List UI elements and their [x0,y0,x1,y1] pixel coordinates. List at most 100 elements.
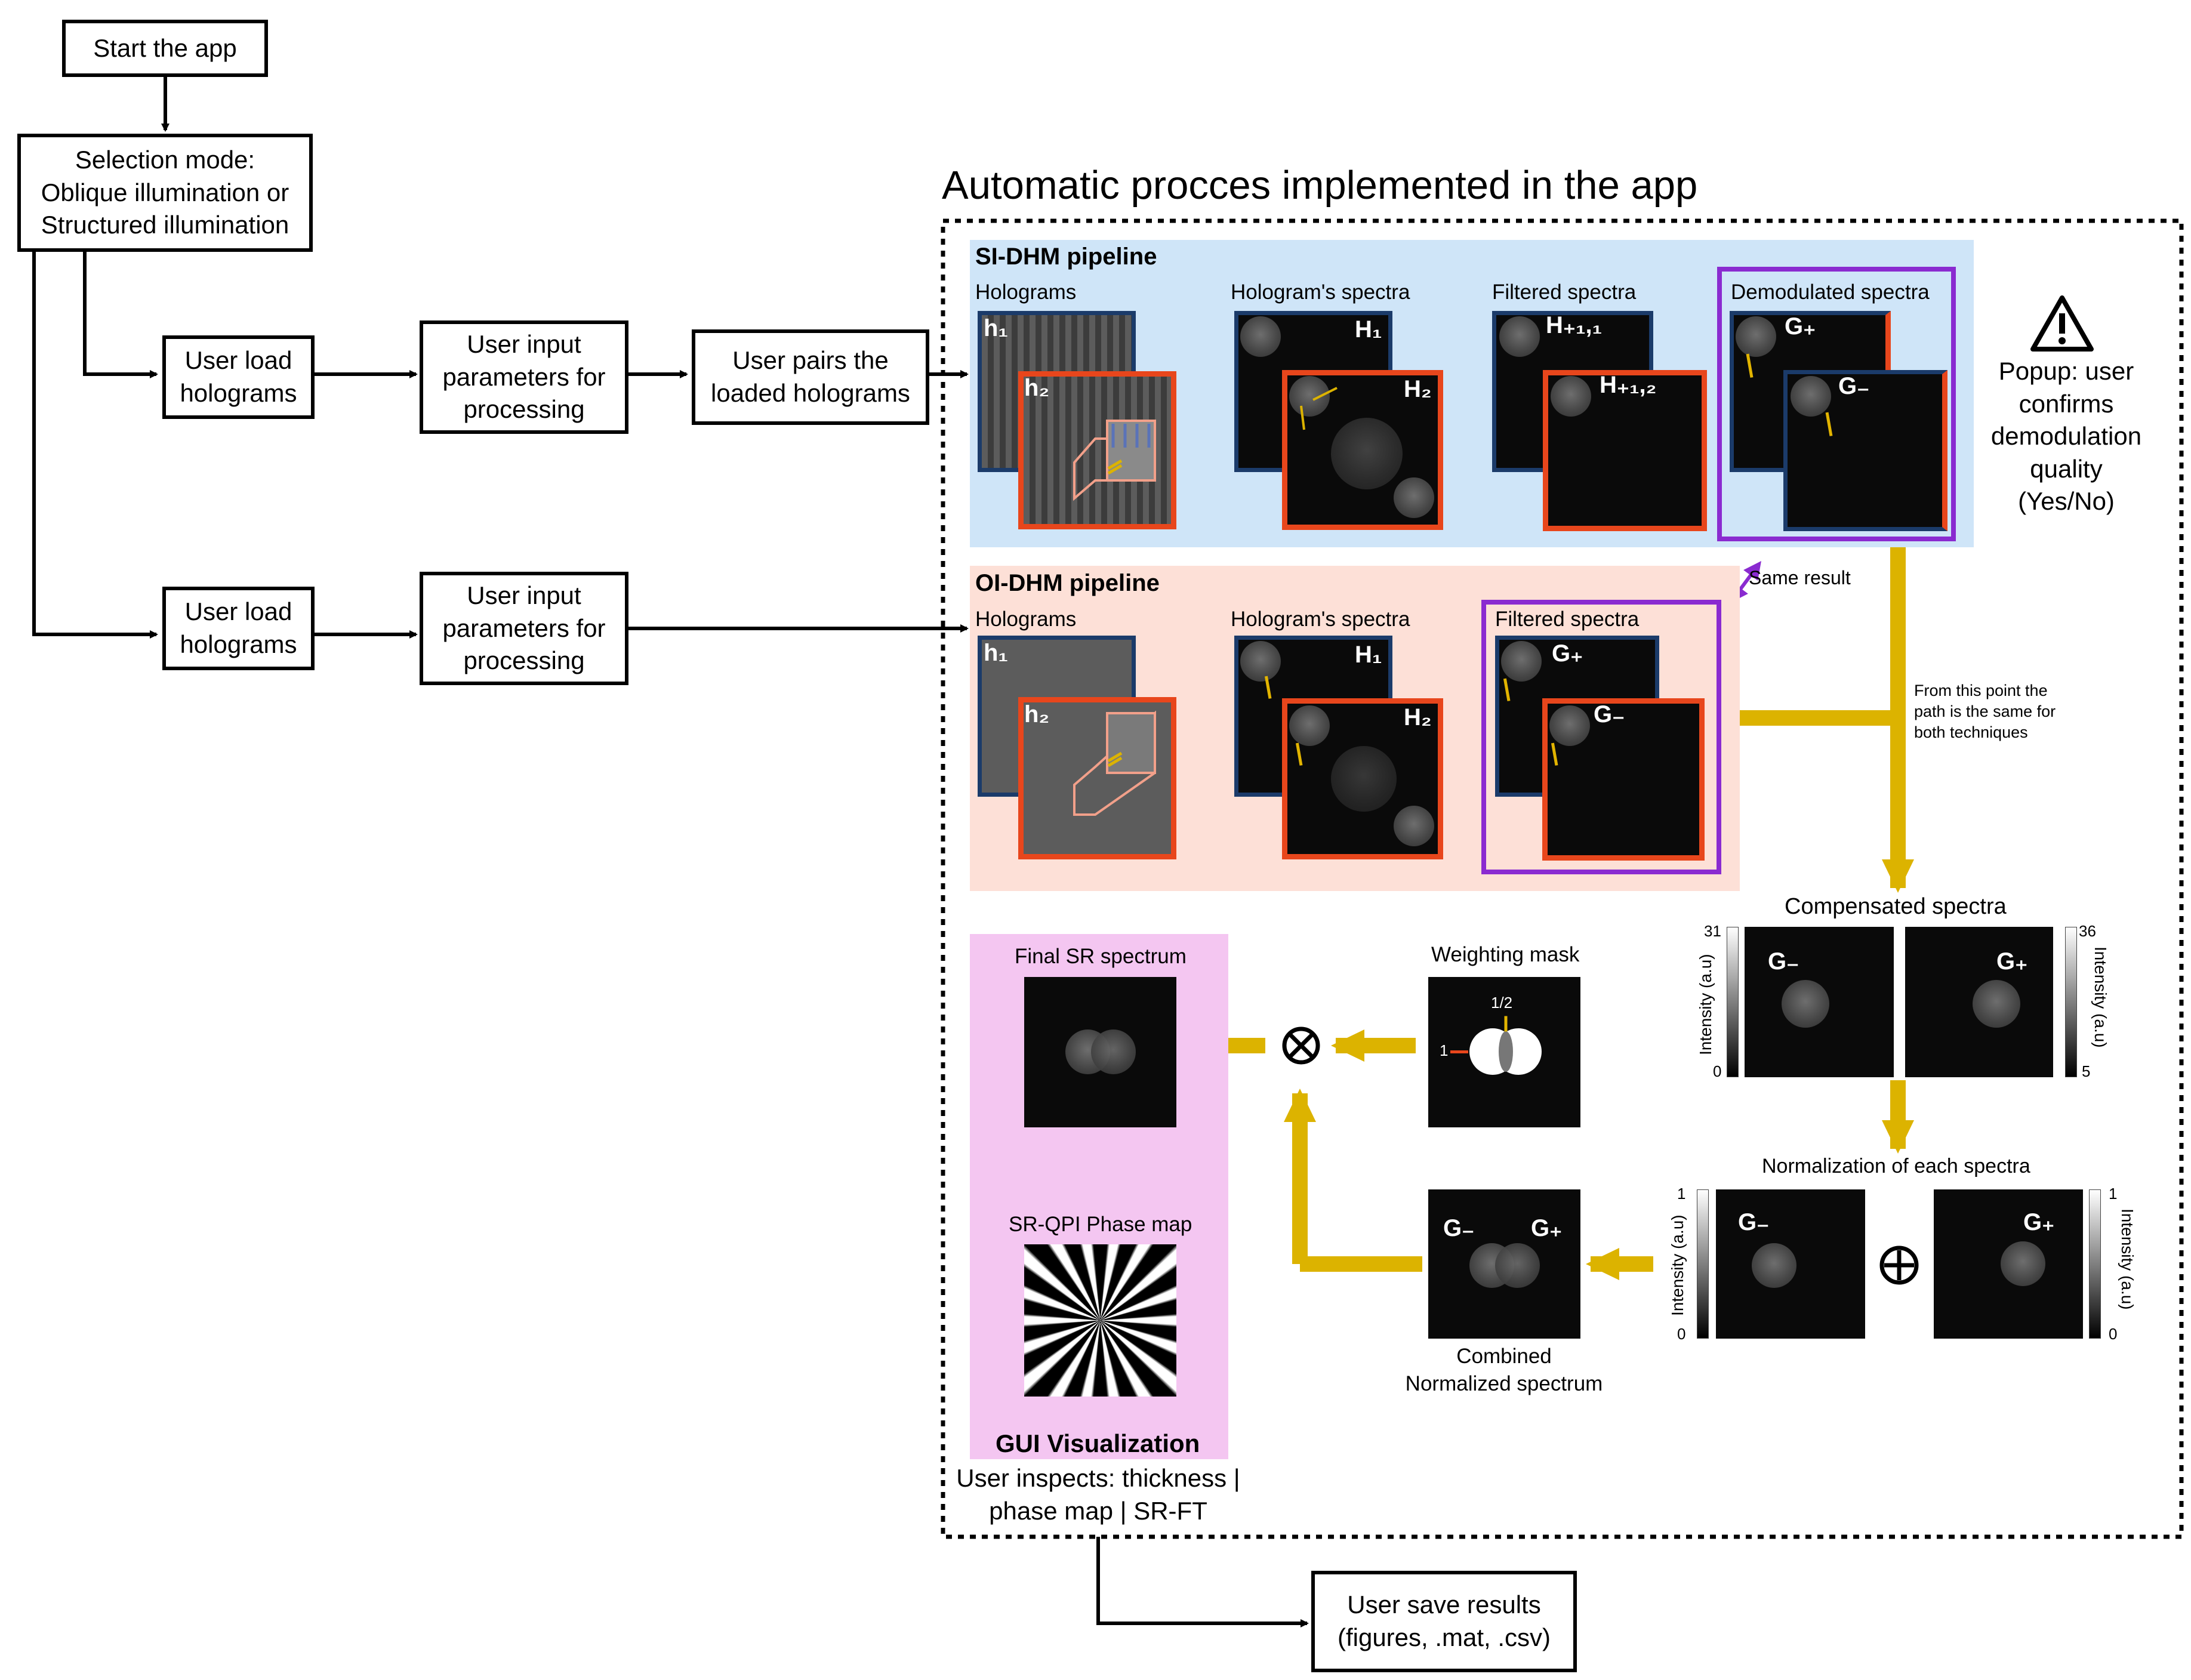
si-spectra-label: Hologram's spectra [1231,280,1410,304]
si-H2-arrows [1300,387,1338,430]
si-zoom-inset [1073,420,1156,501]
comp-Gplus-label: G₊ [1996,948,2028,975]
norm-left-max: 1 [1677,1185,1686,1203]
path-note: From this point the path is the same for… [1914,682,2056,742]
si-Gminus-blob [1791,376,1831,417]
oi-Gminus-blob [1549,705,1590,746]
si-hologram-h2 [1018,371,1176,529]
final-sr-label: Final SR spectrum [1015,945,1187,968]
oi-zoom-inset [1073,710,1156,816]
si-Gminus-label: G₋ [1838,373,1870,399]
oi-h2-label: h₂ [1024,701,1050,728]
si-Gplus-label: G₊ [1785,313,1816,340]
comp-Gminus-label: G₋ [1768,948,1799,975]
norm-Gplus-label: G₊ [2023,1209,2055,1235]
comp-colorbar-right [2065,927,2077,1077]
mask-arrow-one [1450,1050,1468,1053]
auto-process-title: Automatic procces implemented in the app [942,163,1698,208]
si-H2-blob-a [1289,376,1330,417]
comp-right-min: 5 [2082,1062,2091,1080]
si-filtered-label: Filtered spectra [1492,280,1637,304]
norm-Gminus-label: G₋ [1738,1209,1770,1235]
comp-left-max: 31 [1704,922,1721,940]
si-Gplus-blob [1736,316,1776,357]
oi-Gplus-label: G₊ [1552,640,1583,667]
oi-params-box: User input parameters for processing [420,572,628,685]
normalization-title: Normalization of each spectra [1762,1155,2030,1177]
compensated-title: Compensated spectra [1785,894,2007,919]
si-pipeline-title: SI-DHM pipeline [975,243,1157,270]
start-box: Start the app [62,20,268,77]
si-H2-blob-b [1331,418,1403,489]
norm-right-axis: Intensity (a.u) [2118,1209,2137,1310]
popup-text: Popup: user confirms demodulation qualit… [1990,357,2142,516]
oi-H2-label: H₂ [1404,704,1432,730]
arrow-selection-to-si-load [83,251,158,378]
oi-Gplus-blob [1501,641,1542,682]
mask-arrow-half [1504,1016,1508,1032]
si-H1-blob [1240,316,1281,357]
mask-half-label: 1/2 [1491,994,1513,1012]
combined-Gminus-label: G₋ [1443,1215,1475,1241]
si-demod-frame [1717,267,1956,541]
oi-H2-blob-b [1331,746,1397,812]
oi-H2-blob-a [1289,705,1330,746]
si-params-box: User input parameters for processing [420,320,628,434]
si-H1-label: H₁ [1355,316,1382,343]
norm-colorbar-right [2089,1189,2101,1339]
si-H2-label: H₂ [1404,376,1432,402]
same-result-label: Same result [1749,567,1851,588]
norm-right-max: 1 [2109,1185,2118,1203]
oi-pipeline-title: OI-DHM pipeline [975,570,1160,596]
oi-H1-blob [1240,641,1281,682]
oi-H1-label: H₁ [1355,642,1382,668]
norm-left-axis: Intensity (a.u) [1668,1214,1687,1316]
mask-overlap [1499,1031,1513,1072]
comp-left-axis: Intensity (a.u) [1696,954,1715,1055]
si-H2-blob-c [1394,477,1434,518]
norm-left-min: 0 [1677,1325,1686,1343]
oi-filtered-label: Filtered spectra [1495,608,1640,631]
norm-right-min: 0 [2109,1325,2118,1343]
norm-Gminus-blob [1752,1243,1796,1288]
si-load-box: User load holograms [162,335,315,419]
mask-title: Weighting mask [1431,943,1580,966]
si-filtered-H12 [1543,370,1707,531]
sr-qpi-phase-map [1024,1244,1176,1397]
otimes-icon [1282,1027,1320,1065]
si-demod-label: Demodulated spectra [1731,280,1930,304]
warning-icon [2030,295,2094,352]
comp-right-max: 36 [2079,922,2096,940]
si-H11-label: H₊₁,₁ [1546,312,1603,338]
save-results-box: User save results (figures, .mat, .csv) [1311,1571,1577,1672]
si-holograms-label: Holograms [975,280,1077,304]
combined-blob-b [1495,1243,1540,1288]
combined-caption: Combined Normalized spectrum [1405,1345,1603,1395]
si-pairs-box: User pairs the loaded holograms [692,329,929,425]
comp-colorbar-left [1727,927,1739,1077]
gui-title: GUI Visualization [996,1429,1200,1457]
si-H12-label: H₊₁,₂ [1600,372,1657,398]
si-h2-label: h₂ [1024,375,1050,401]
comp-left-min: 0 [1713,1062,1722,1080]
norm-colorbar-left [1697,1189,1709,1339]
oi-holograms-label: Holograms [975,608,1077,631]
comp-Gminus-blob [1782,980,1829,1028]
si-H12-blob [1551,376,1591,417]
si-h1-label: h₁ [984,315,1008,341]
oi-filtered-frame [1481,600,1721,874]
selection-mode-box: Selection mode: Oblique illumination or … [17,134,313,252]
oplus-icon [1879,1246,1919,1285]
comp-Gplus-blob [1973,980,2020,1028]
si-H11-blob [1499,316,1540,357]
oi-Gminus-label: G₋ [1594,701,1625,728]
combined-Gplus-label: G₊ [1531,1215,1563,1241]
mask-one-label: 1 [1440,1041,1449,1059]
oi-spectra-label: Hologram's spectra [1231,608,1410,631]
oi-h1-label: h₁ [984,640,1008,666]
phase-map-label: SR-QPI Phase map [1009,1213,1192,1236]
norm-Gplus-blob [2001,1241,2045,1286]
oi-H2-blob-c [1394,806,1434,846]
oi-load-box: User load holograms [162,587,315,670]
final-blob-b [1091,1029,1136,1074]
